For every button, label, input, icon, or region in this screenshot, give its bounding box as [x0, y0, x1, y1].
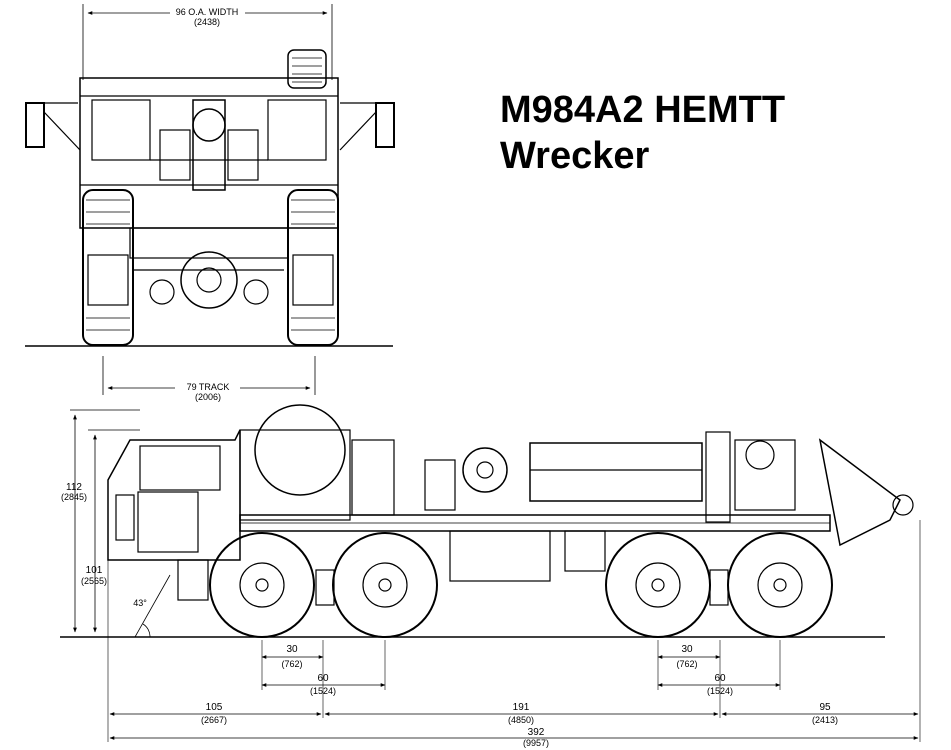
dim-rear-spacing-2-label: 60: [714, 673, 726, 684]
dim-front-spacing-2-metric: (1524): [310, 686, 336, 696]
dim-overall-length-label: 392: [528, 727, 545, 738]
title-line-1: M984A2 HEMTT: [500, 89, 786, 131]
wheel-2: [332, 532, 438, 638]
dim-wheelbase-label: 191: [513, 702, 530, 713]
wheel-3: [605, 532, 711, 638]
front-view: [25, 4, 395, 395]
dim-overall-length-metric: (9957): [523, 738, 549, 748]
dim-rear-overhang-label: 95: [819, 702, 831, 713]
dim-wheelbase-metric: (4850): [508, 715, 534, 725]
wheel-1: [209, 532, 315, 638]
wheel-4: [727, 532, 833, 638]
dim-front-spacing-1-label: 30: [286, 644, 298, 655]
dim-width-label: 96 O.A. WIDTH: [176, 7, 239, 17]
dim-track-metric: (2006): [195, 392, 221, 402]
dim-rear-spacing-1-label: 30: [681, 644, 693, 655]
dim-overall-height-metric: (2845): [61, 492, 87, 502]
dim-cab-height-label: 101: [86, 565, 103, 576]
dim-front-overhang-metric: (2667): [201, 715, 227, 725]
dim-approach-angle: 43°: [133, 598, 147, 608]
dim-overall-height-label: 112: [66, 482, 82, 493]
dim-track-label: 79 TRACK: [187, 382, 230, 392]
dim-front-spacing-1-metric: (762): [281, 659, 302, 669]
dim-rear-overhang-metric: (2413): [812, 715, 838, 725]
dim-cab-height-metric: (2565): [81, 576, 107, 586]
side-view: [60, 404, 921, 742]
dim-rear-spacing-1-metric: (762): [676, 659, 697, 669]
dim-front-overhang-label: 105: [206, 702, 223, 713]
dim-rear-spacing-2-metric: (1524): [707, 686, 733, 696]
dim-front-spacing-2-label: 60: [317, 673, 329, 684]
dim-width-metric: (2438): [194, 17, 220, 27]
title-line-2: Wrecker: [500, 135, 650, 177]
